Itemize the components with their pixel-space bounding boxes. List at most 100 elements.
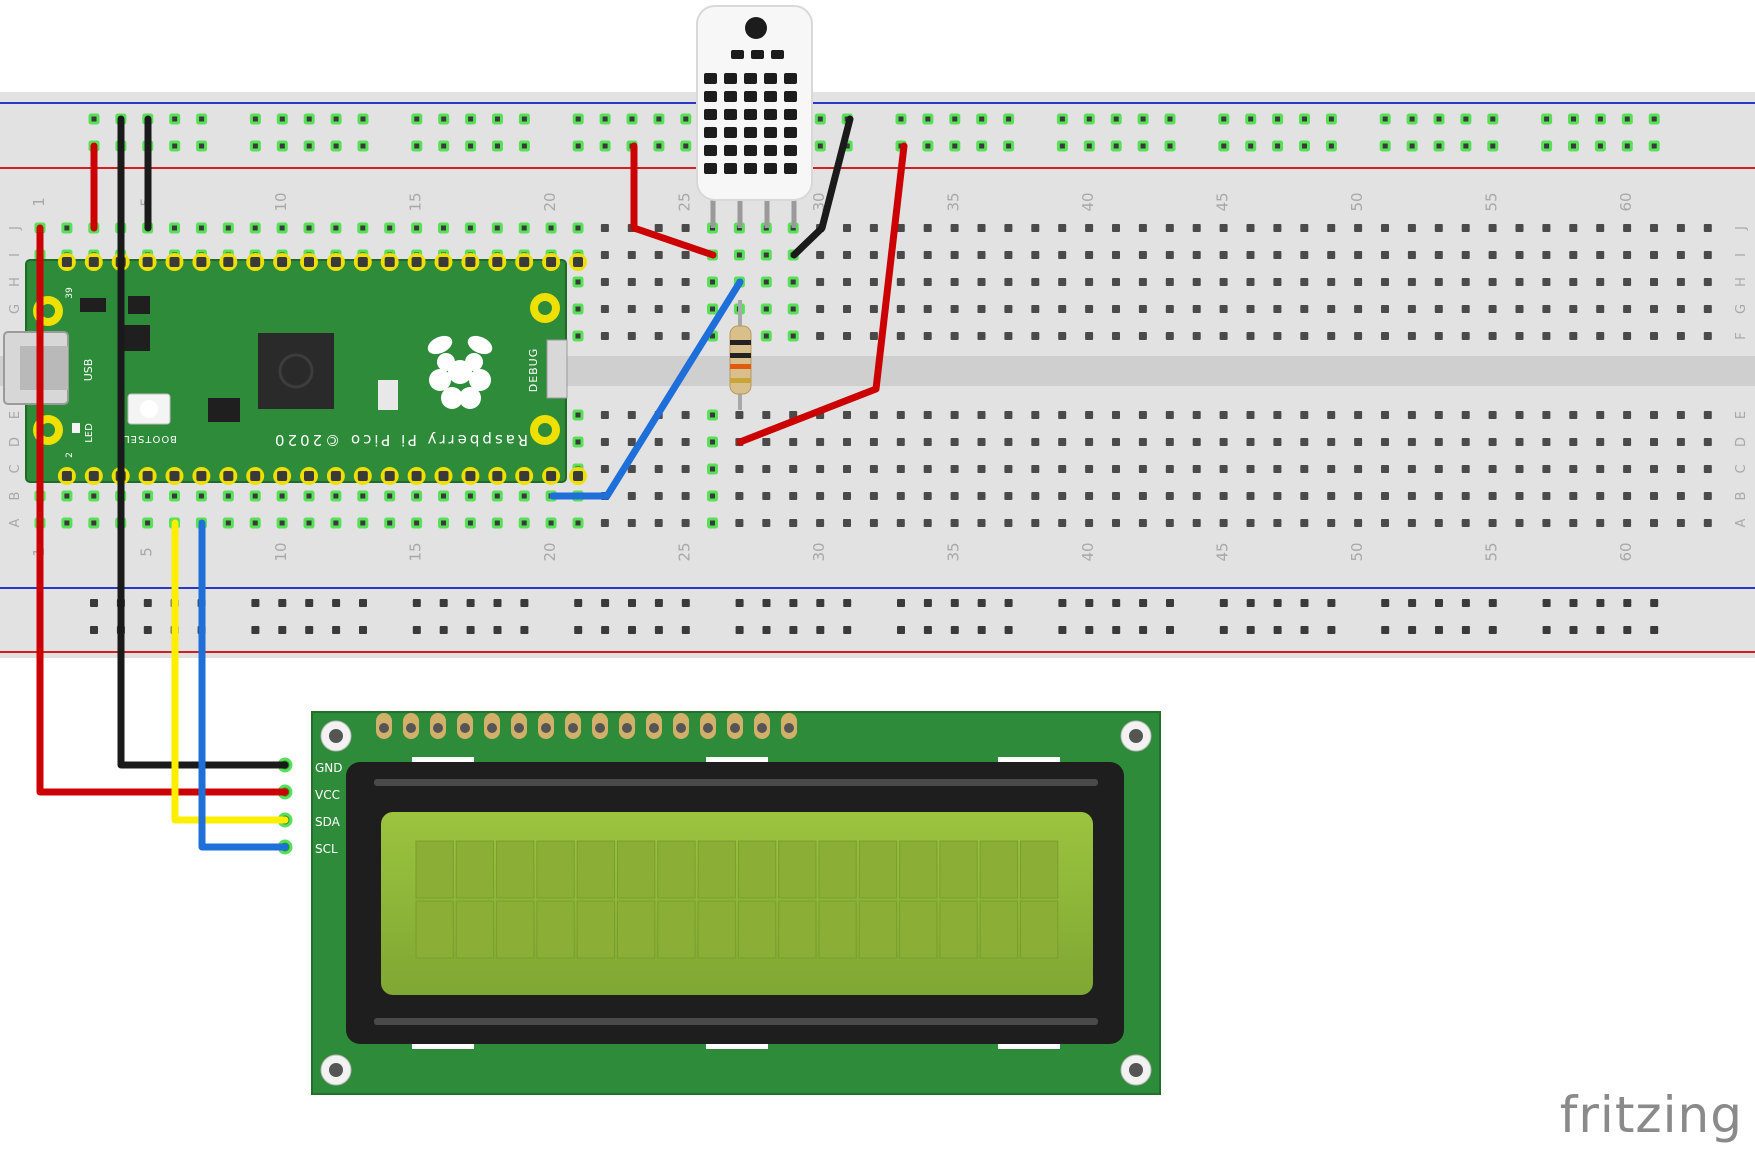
breadboard-hole — [1112, 519, 1120, 527]
sensor-vent-slot — [764, 163, 777, 174]
breadboard-hole — [276, 517, 288, 529]
breadboard-hole — [600, 465, 609, 473]
lcd-character-cell — [1020, 840, 1059, 899]
rail-hole — [1379, 140, 1391, 152]
breadboard-hole — [572, 303, 584, 315]
breadboard-hole — [1381, 305, 1389, 313]
wire-red-resistor — [736, 142, 908, 446]
rail-hole — [572, 113, 584, 125]
rail-hole — [977, 626, 986, 634]
breadboard-hole — [1058, 438, 1067, 446]
breadboard-hole — [1112, 332, 1120, 340]
rail-hole — [1621, 140, 1633, 152]
breadboard-hole — [869, 465, 878, 473]
breadboard-hole — [735, 519, 744, 527]
rail-hole — [276, 113, 288, 125]
rail-hole — [1110, 140, 1122, 152]
breadboard-hole — [1596, 492, 1605, 500]
breadboard-hole — [276, 222, 288, 234]
breadboard-hole — [1461, 278, 1470, 286]
pin-2-label: 2 — [65, 452, 75, 458]
breadboard-hole — [1138, 411, 1147, 419]
breadboard-hole — [1676, 465, 1685, 473]
breadboard-hole — [1031, 519, 1040, 527]
breadboard-hole — [1623, 305, 1632, 313]
column-number-label: 55 — [1483, 542, 1501, 561]
rail-hole — [1273, 626, 1282, 634]
breadboard-hole — [600, 411, 609, 419]
rail-hole — [332, 599, 341, 607]
breadboard-hole — [707, 303, 718, 315]
debug-label: DEBUG — [527, 348, 540, 393]
breadboard-hole — [1596, 224, 1605, 232]
breadboard-hole — [977, 411, 986, 419]
breadboard-hole — [1354, 411, 1363, 419]
breadboard-hole — [1085, 332, 1094, 340]
rail-hole — [1327, 626, 1336, 634]
breadboard-hole — [843, 465, 851, 473]
rail-hole — [492, 140, 503, 152]
row-letter-label: G — [8, 304, 23, 314]
breadboard-hole — [1542, 251, 1551, 259]
pico-pin-bottom-hole — [61, 471, 72, 481]
breadboard-hole — [923, 438, 932, 446]
rail-hole — [816, 626, 825, 634]
breadboard-hole — [600, 438, 609, 446]
pico-mount-hole-br-center — [538, 423, 552, 437]
rail-hole — [1621, 113, 1633, 125]
rail-hole — [169, 113, 181, 125]
breadboard-hole — [1273, 305, 1282, 313]
rail-hole — [1594, 140, 1606, 152]
breadboard-hole — [787, 303, 799, 315]
rail-hole — [680, 113, 692, 125]
breadboard-hole — [249, 517, 261, 529]
breadboard-hole — [977, 519, 986, 527]
breadboard-hole — [760, 303, 772, 315]
breadboard-hole — [1515, 411, 1524, 419]
breadboard-hole — [896, 305, 905, 313]
breadboard-hole — [142, 517, 154, 529]
rail-hole — [1623, 599, 1632, 607]
lcd-character-cell — [536, 900, 575, 959]
breadboard-hole — [1138, 438, 1147, 446]
bezel-tab — [412, 757, 474, 763]
rail-hole — [843, 599, 852, 607]
lcd-mount-hole-bl-center — [329, 1063, 343, 1077]
breadboard-hole — [1058, 332, 1067, 340]
breadboard-hole — [1058, 251, 1067, 259]
rail-hole — [493, 599, 502, 607]
lcd-pin-sda-label: SDA — [315, 815, 341, 829]
rail-hole — [411, 140, 423, 152]
lcd-character-cell — [899, 900, 938, 959]
breadboard-hole — [276, 490, 288, 502]
rail-hole — [1164, 113, 1176, 125]
breadboard-hole — [1300, 465, 1309, 473]
breadboard-hole — [896, 332, 905, 340]
breadboard-hole — [1515, 465, 1524, 473]
breadboard-hole — [896, 278, 905, 286]
breadboard-hole — [1327, 492, 1336, 500]
breadboard-hole — [303, 222, 315, 234]
pico-pins — [57, 253, 587, 485]
rail-hole — [278, 626, 287, 634]
breadboard-hole — [600, 224, 609, 232]
breadboard-hole — [491, 490, 503, 502]
rail-hole — [1406, 140, 1418, 152]
rail-hole — [438, 140, 450, 152]
breadboard-hole — [357, 222, 369, 234]
rail-hole — [493, 626, 502, 634]
rail-hole — [574, 626, 583, 634]
breadboard-hole — [1703, 224, 1712, 232]
lcd-mount-hole-tl-center — [329, 729, 343, 743]
rail-hole — [949, 113, 961, 125]
breadboard-hole — [1650, 224, 1658, 232]
breadboard-hole — [1138, 224, 1147, 232]
rail-hole — [249, 140, 261, 152]
breadboard-hole — [330, 222, 342, 234]
rail-hole — [574, 599, 583, 607]
breadboard-hole — [88, 517, 100, 529]
breadboard-hole — [1112, 305, 1120, 313]
breadboard-hole — [1488, 332, 1497, 340]
sensor-vent-slot — [704, 127, 717, 138]
breadboard-hole — [654, 251, 663, 259]
